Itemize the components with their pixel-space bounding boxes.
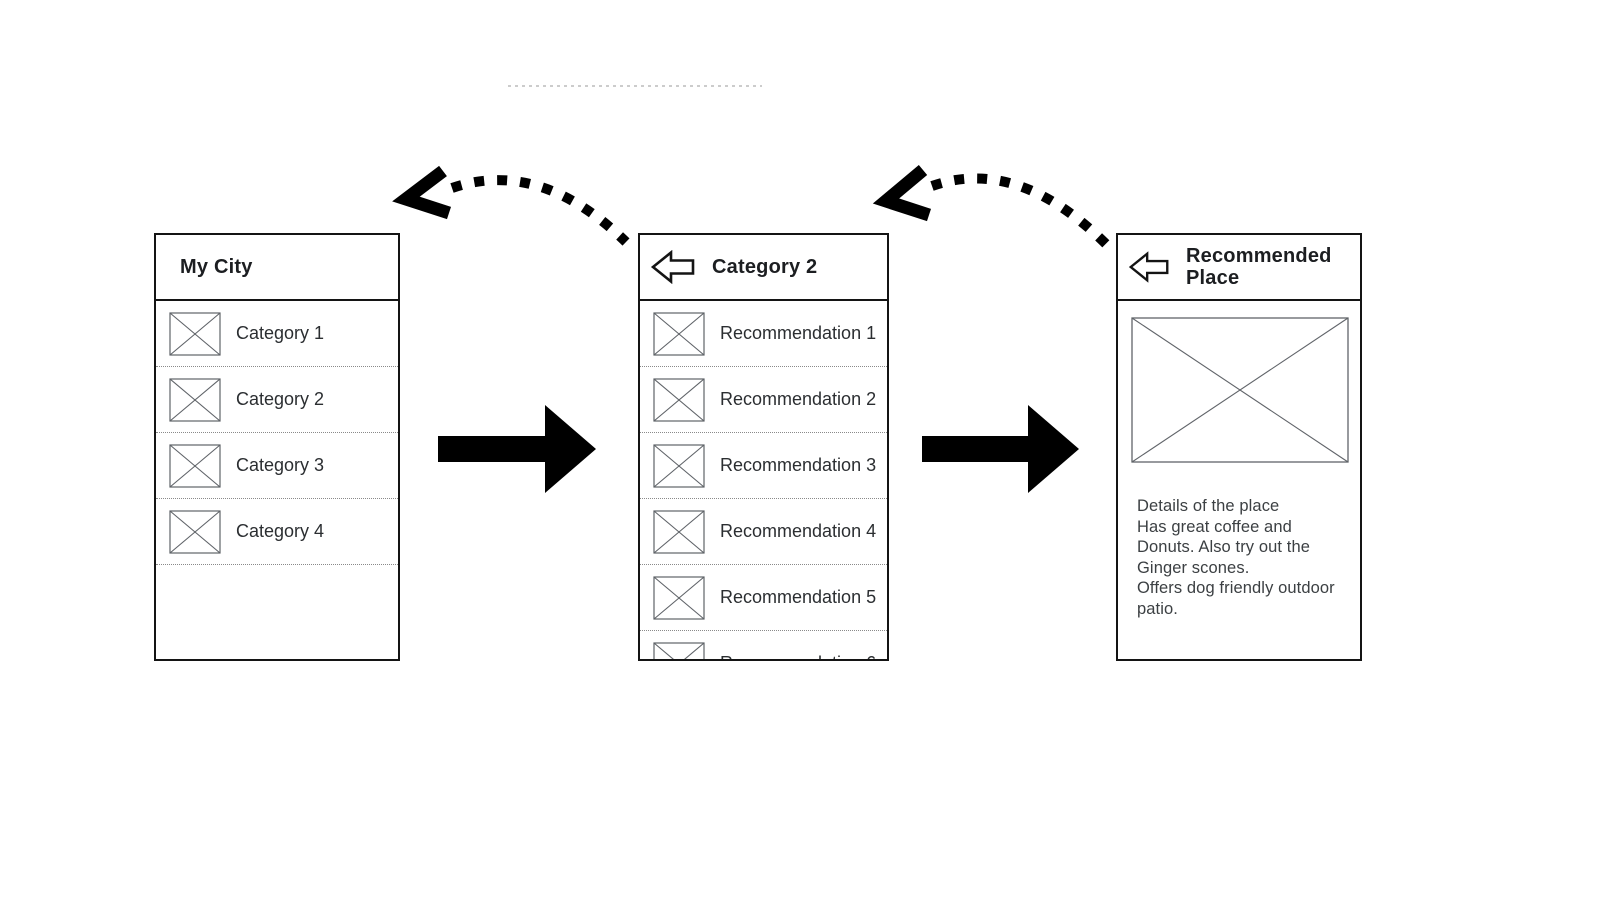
list-item-label: Category 2 — [236, 389, 325, 409]
screen-my-city: My City Category 1 Category 2 Category 3 — [154, 233, 400, 661]
image-placeholder-icon — [169, 509, 221, 554]
list-item-label: Recommendation 4 — [720, 521, 877, 541]
image-placeholder-icon — [653, 311, 705, 356]
screen-header: My City — [156, 235, 398, 301]
screen-title: My City — [180, 256, 253, 278]
image-placeholder-icon — [653, 377, 705, 422]
image-placeholder-icon — [653, 641, 705, 659]
list-item[interactable]: Recommendation 6 — [640, 631, 887, 659]
dotted-back-arrow-head — [872, 165, 932, 222]
list-item[interactable]: Category 3 — [156, 433, 398, 499]
screen-title: Recommended Place — [1186, 245, 1332, 289]
list-item[interactable]: Recommendation 1 — [640, 301, 887, 367]
screen-category-2: Category 2 Recommendation 1 Recommendati… — [638, 233, 889, 661]
dotted-back-arrow-head — [392, 165, 452, 220]
forward-arrow-icon — [922, 405, 1079, 493]
list-item[interactable]: Recommendation 3 — [640, 433, 887, 499]
image-placeholder-icon — [169, 311, 221, 356]
screen-title: Category 2 — [712, 256, 818, 278]
hero-image-placeholder-icon — [1131, 317, 1349, 463]
image-placeholder-icon — [169, 443, 221, 488]
list-item-label: Recommendation 3 — [720, 455, 877, 475]
list-item[interactable]: Category 4 — [156, 499, 398, 565]
screen-header: Category 2 — [640, 235, 887, 301]
place-detail-body: Details of the place Has great coffee an… — [1118, 301, 1360, 619]
list-item-label: Recommendation 1 — [720, 323, 877, 343]
dotted-back-arrow-curve — [930, 173, 1111, 249]
list-item-label: Category 4 — [236, 521, 325, 541]
list-item-label: Category 1 — [236, 323, 325, 343]
back-arrow-icon[interactable] — [1128, 251, 1170, 283]
list-item[interactable]: Category 1 — [156, 301, 398, 367]
list-item[interactable]: Category 2 — [156, 367, 398, 433]
list-item[interactable]: Recommendation 4 — [640, 499, 887, 565]
screen-header: Recommended Place — [1118, 235, 1360, 301]
back-arrow-icon[interactable] — [650, 250, 696, 284]
screen-recommended-place: Recommended Place Details of the place H… — [1116, 233, 1362, 661]
list-item[interactable]: Recommendation 2 — [640, 367, 887, 433]
list-item-label: Recommendation 2 — [720, 389, 877, 409]
image-placeholder-icon — [653, 575, 705, 620]
image-placeholder-icon — [653, 443, 705, 488]
place-details-text: Details of the place Has great coffee an… — [1137, 497, 1335, 618]
list-item-label: Recommendation 5 — [720, 587, 877, 607]
forward-arrow-icon — [438, 405, 596, 493]
image-placeholder-icon — [169, 377, 221, 422]
list-item-label: Category 3 — [236, 455, 325, 475]
category-list: Category 1 Category 2 Category 3 Categor… — [156, 301, 398, 565]
image-placeholder-icon — [653, 509, 705, 554]
dotted-back-arrow-curve — [450, 175, 630, 246]
recommendation-list: Recommendation 1 Recommendation 2 Recomm… — [640, 301, 887, 659]
list-item[interactable]: Recommendation 5 — [640, 565, 887, 631]
list-item-label: Recommendation 6 — [720, 653, 876, 659]
